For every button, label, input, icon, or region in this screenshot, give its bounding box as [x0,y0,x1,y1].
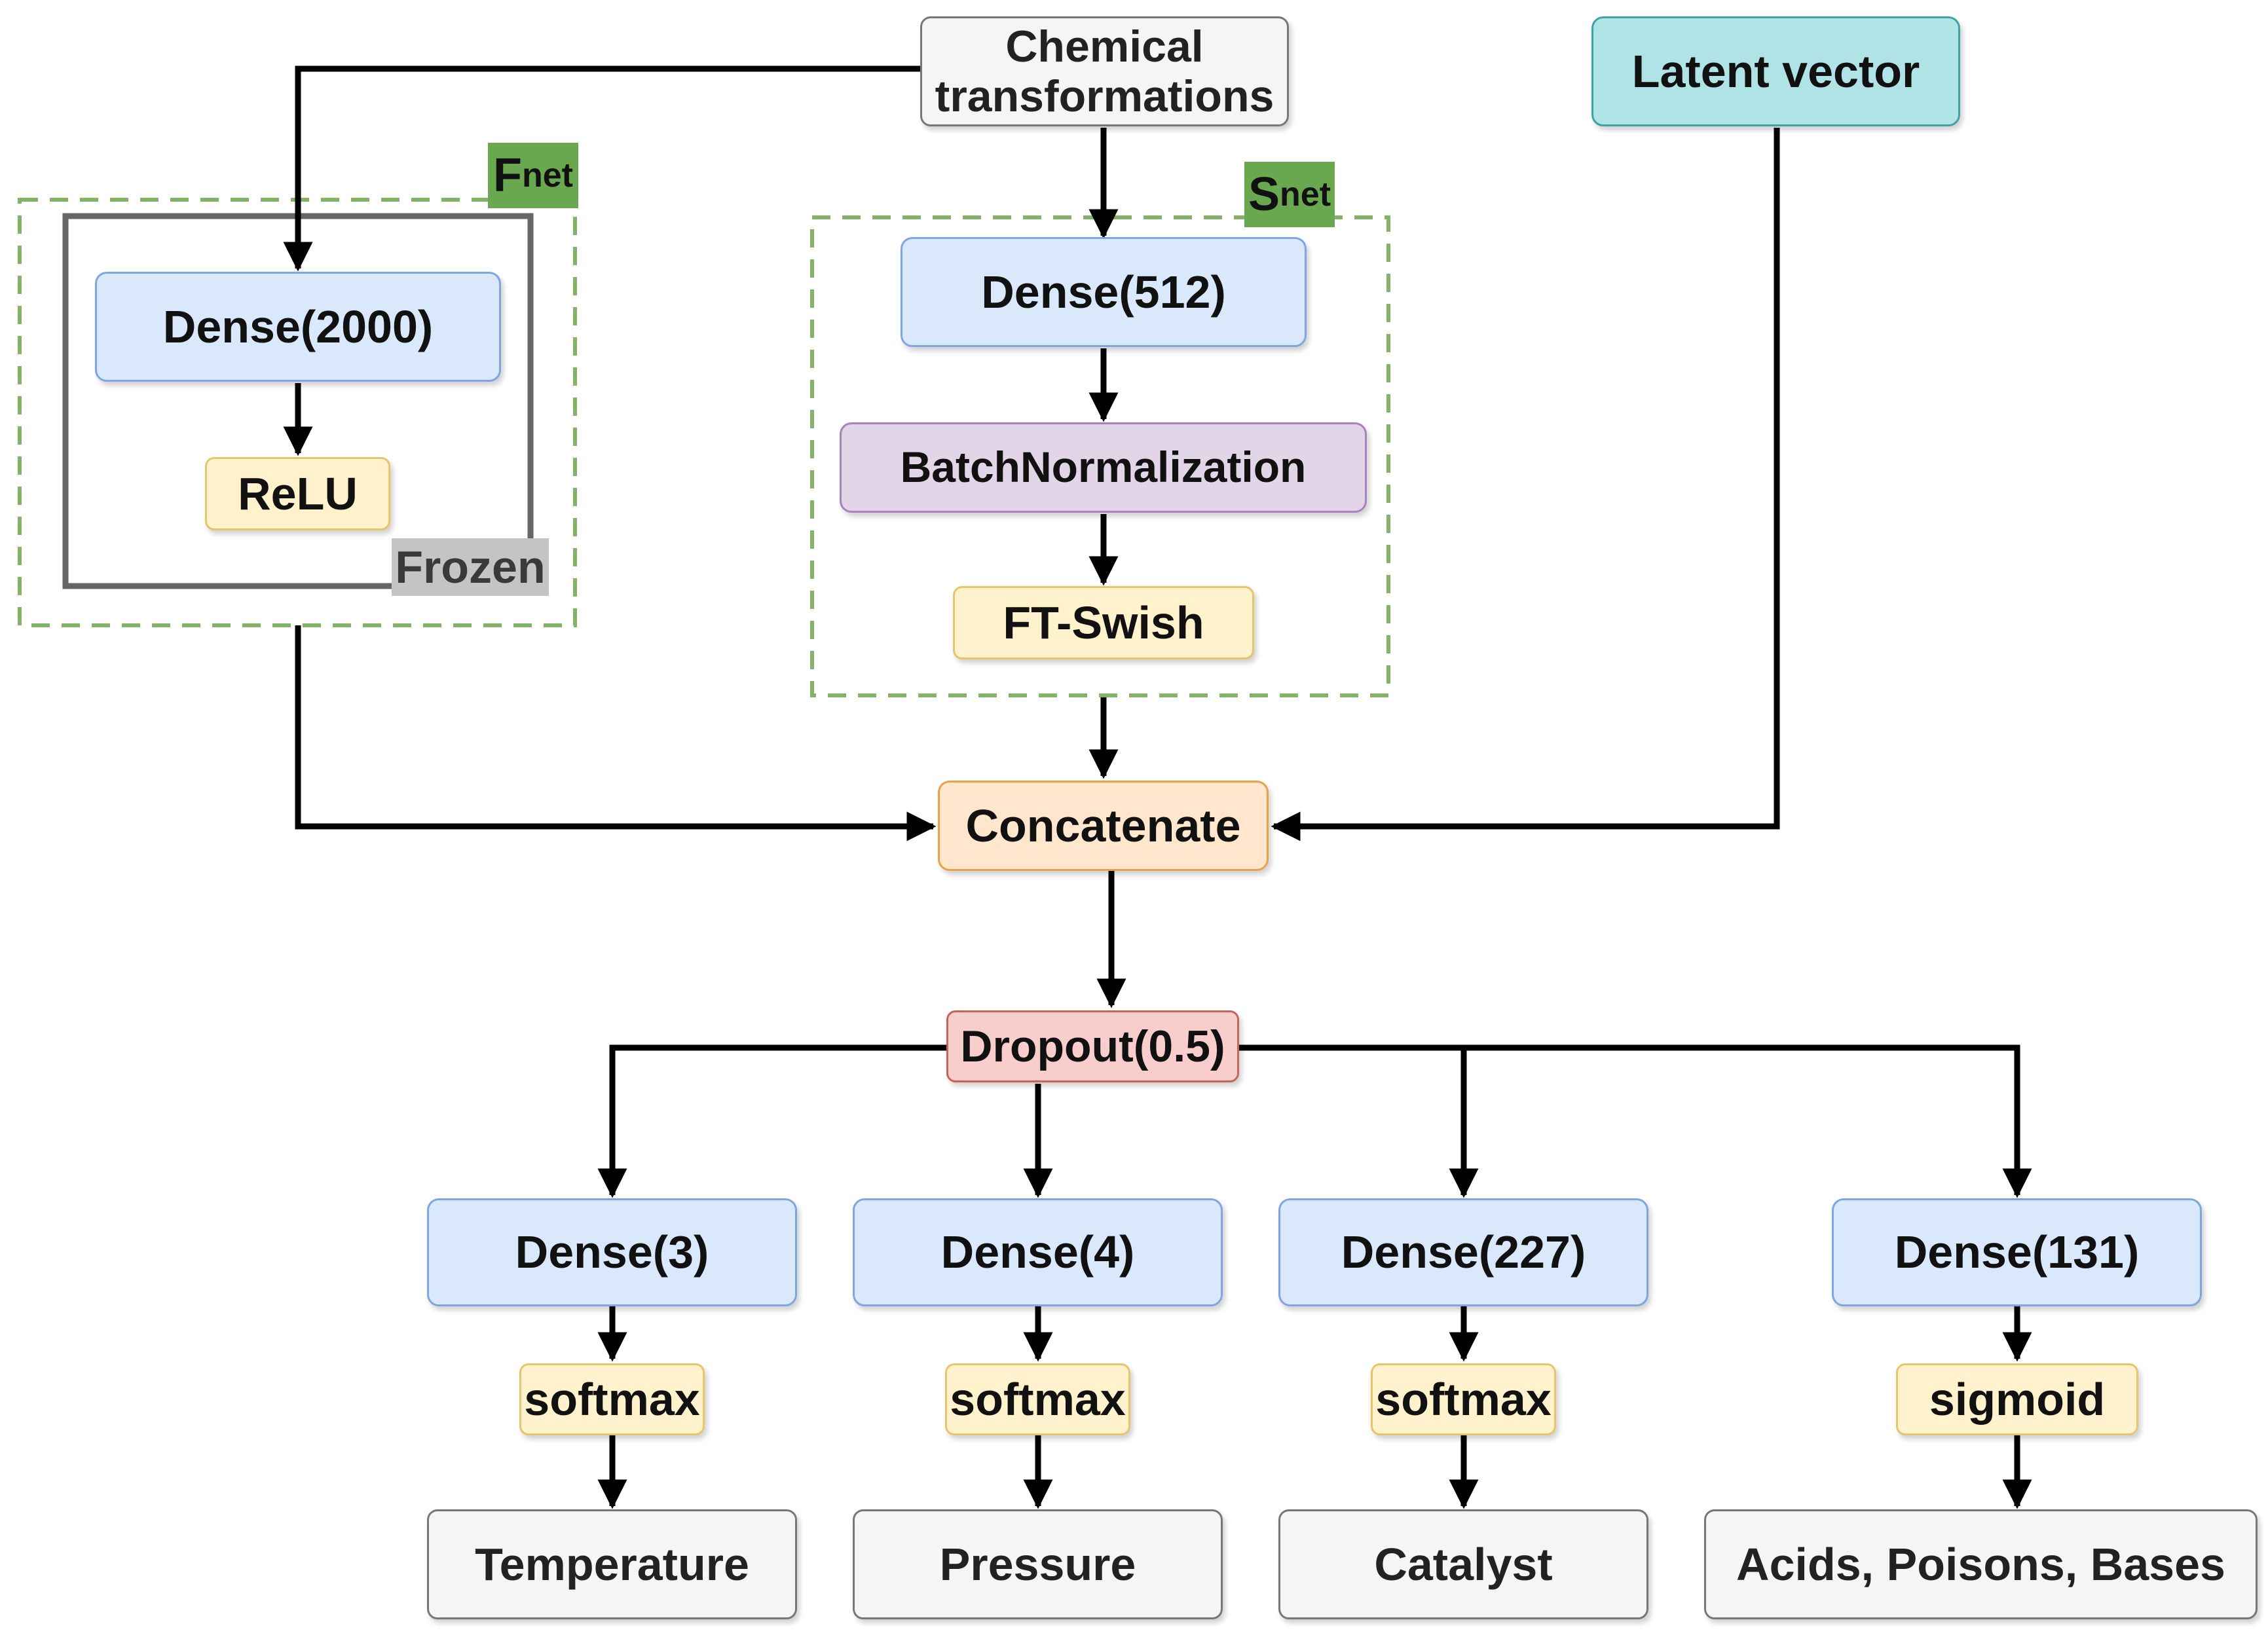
pressure-label: Pressure [939,1538,1136,1590]
acids-poisons-bases-node: Acids, Poisons, Bases [1704,1509,2258,1619]
batchnorm-label: BatchNormalization [900,443,1307,492]
relu-label: ReLU [238,468,358,519]
catalyst-node: Catalyst [1278,1509,1648,1619]
edge-chemical-to-dense2000 [283,65,920,272]
pressure-node: Pressure [853,1509,1223,1619]
softmax-3-node: softmax [1371,1363,1556,1435]
softmax-1-label: softmax [524,1373,700,1425]
relu-node: ReLU [205,457,390,530]
edge-dropout-to-dense3 [597,1044,946,1198]
frozen-tag-label: Frozen [395,542,546,593]
edge-latent-to-concatenate [1271,128,1780,841]
frozen-tag: Frozen [392,538,549,596]
ft-swish-label: FT-Swish [1003,597,1204,648]
chemical-line2: transformations [935,71,1274,121]
dense-3-node: Dense(3) [427,1198,797,1306]
softmax-3-label: softmax [1375,1373,1552,1425]
chemical-transformations-node: Chemical transformations [920,16,1289,126]
dense-2000-node: Dense(2000) [95,272,501,382]
softmax-1-node: softmax [519,1363,705,1435]
dense-512-label: Dense(512) [981,266,1226,318]
edge-dropout-to-dense227 [1238,1044,1479,1198]
dense-131-node: Dense(131) [1832,1198,2202,1306]
batchnorm-node: BatchNormalization [840,422,1367,513]
dense-227-label: Dense(227) [1341,1226,1586,1278]
dense-4-node: Dense(4) [853,1198,1223,1306]
sigmoid-label: sigmoid [1929,1373,2106,1425]
softmax-2-node: softmax [945,1363,1130,1435]
edge-fnet-to-concatenate [295,625,937,841]
snet-tag-main: S [1248,168,1280,221]
concatenate-label: Concatenate [965,800,1241,851]
dense-227-node: Dense(227) [1278,1198,1648,1306]
fnet-tag-main: F [493,149,522,202]
sigmoid-node: sigmoid [1896,1363,2138,1435]
dense-2000-label: Dense(2000) [162,301,434,352]
dropout-label: Dropout(0.5) [960,1021,1225,1071]
dropout-node: Dropout(0.5) [946,1010,1239,1082]
temperature-node: Temperature [427,1509,797,1619]
latent-vector-node: Latent vector [1591,16,1960,126]
dense-3-label: Dense(3) [515,1226,709,1278]
catalyst-label: Catalyst [1374,1538,1553,1590]
chemical-line1: Chemical [1005,21,1204,71]
temperature-label: Temperature [475,1538,749,1590]
latent-vector-label: Latent vector [1631,45,1920,97]
dense-4-label: Dense(4) [940,1226,1135,1278]
softmax-2-label: softmax [950,1373,1126,1425]
dense-512-node: Dense(512) [901,237,1307,347]
edge-dropout-to-dense131 [1464,1044,2032,1198]
dense-131-label: Dense(131) [1894,1226,2140,1278]
acids-poisons-bases-label: Acids, Poisons, Bases [1736,1538,2225,1590]
ft-swish-node: FT-Swish [953,586,1254,659]
concatenate-node: Concatenate [938,781,1269,871]
